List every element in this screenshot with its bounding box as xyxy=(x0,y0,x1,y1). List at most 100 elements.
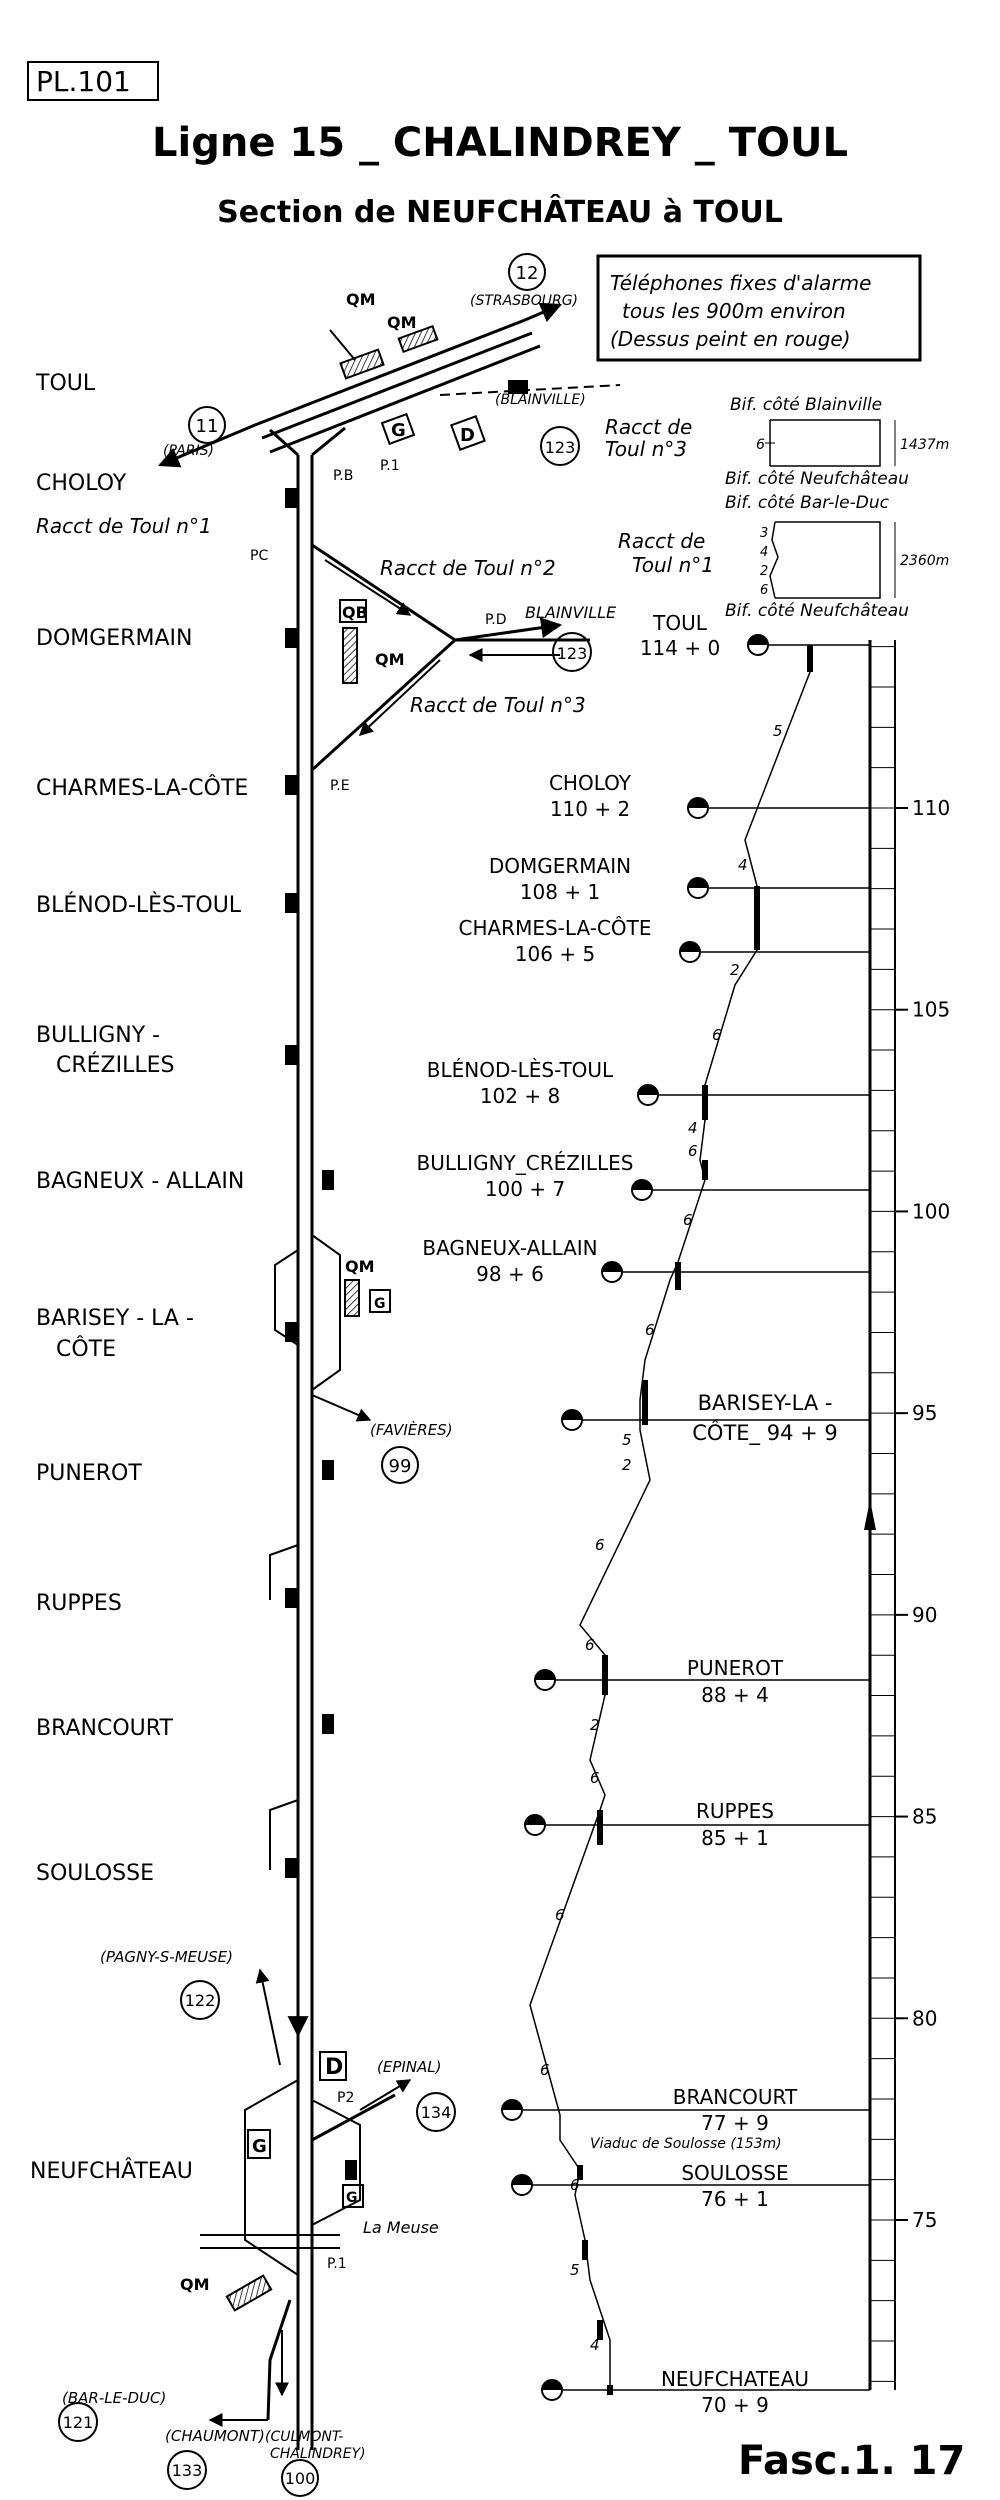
station-symbol xyxy=(511,2174,533,2196)
racct-3-label: Racct de Toul n°3 xyxy=(410,693,586,717)
km-ruler xyxy=(870,646,895,2382)
label-ruppes: RUPPES xyxy=(36,1591,122,1616)
bif2-top: Bif. côté Bar-le-Duc xyxy=(725,493,890,513)
station-symbol xyxy=(541,2379,563,2401)
label-bulligny-2: CRÉZILLES xyxy=(56,1052,175,1078)
d-box-neufchateau xyxy=(319,2051,347,2081)
label-toul: TOUL xyxy=(35,371,96,396)
line-123: 123 xyxy=(557,644,588,663)
notice-line-2: tous les 900m environ xyxy=(622,299,846,323)
viaduct-note: Viaduc de Soulosse (153m) xyxy=(590,2136,782,2152)
qm-building-neufchateau xyxy=(225,2274,273,2312)
strasbourg-dest: (STRASBOURG) xyxy=(470,293,578,309)
p1-label-neufchateau: P.1 xyxy=(327,2256,347,2272)
profile-name-domgermain: DOMGERMAIN xyxy=(489,854,631,878)
line-121: 121 xyxy=(63,2413,94,2432)
profile-name-barisey: BARISEY-LA - xyxy=(698,1391,833,1415)
grade-label: 6 xyxy=(712,1026,722,1044)
km-tick-label: 110 xyxy=(912,796,950,820)
station-symbol xyxy=(687,797,709,819)
bif2-bottom: Bif. côté Neufchâteau xyxy=(725,601,909,621)
block-bagneux xyxy=(322,1170,334,1190)
bif1-grade: 6 xyxy=(756,437,765,453)
toul-track-3 xyxy=(269,344,541,454)
profile-line xyxy=(529,645,811,2390)
grade-label: 6 xyxy=(645,1321,655,1339)
g-label-toul: G xyxy=(391,420,406,441)
block-brancourt xyxy=(322,1714,334,1734)
station-blocks xyxy=(285,380,528,2180)
station-symbol xyxy=(747,634,769,656)
culmont-dest-2: CHALINDREY) xyxy=(270,2446,366,2462)
racct-2-track xyxy=(311,543,456,642)
chaumont-dest: (CHAUMONT) xyxy=(165,2427,265,2445)
punerot-siding xyxy=(269,1544,299,1600)
label-bagneux: BAGNEUX - ALLAIN xyxy=(36,1169,244,1194)
line-99-circle xyxy=(381,1446,419,1484)
profile-station-marks xyxy=(577,645,813,2395)
strasbourg-branch xyxy=(524,302,562,323)
profile-km-punerot: 88 + 4 xyxy=(701,1683,769,1707)
toul-track-1 xyxy=(254,318,526,427)
label-soulosse: SOULOSSE xyxy=(36,1861,154,1886)
line-134-circle xyxy=(416,2092,456,2132)
grade-label: 6 xyxy=(555,1906,565,1924)
profile-name-neufchateau: NEUFCHATEAU xyxy=(661,2367,809,2391)
qm-building-1 xyxy=(339,348,385,380)
page-title: Ligne 15 _ CHALINDREY _ TOUL xyxy=(152,120,848,166)
profile-km-toul: 114 + 0 xyxy=(640,636,720,660)
paris-dest: (PARIS) xyxy=(163,443,214,459)
profile-name-blenod: BLÉNOD-LÈS-TOUL xyxy=(427,1058,614,1082)
g-label-neufchateau: G xyxy=(252,2136,267,2157)
block-charmes xyxy=(285,775,297,795)
label-brancourt: BRANCOURT xyxy=(36,1716,173,1741)
line-number-circles xyxy=(58,253,592,2497)
epinal-dest: (EPINAL) xyxy=(377,2058,442,2076)
profile-station-labels: TOUL 114 + 0 CHOLOY 110 + 2 DOMGERMAIN 1… xyxy=(417,611,838,2417)
d-box-toul xyxy=(450,415,486,451)
profile-km-bagneux: 98 + 6 xyxy=(476,1262,544,1286)
block-punerot xyxy=(322,1460,334,1480)
favieres-dest: (FAVIÈRES) xyxy=(370,1420,453,1439)
profile-station-lines xyxy=(510,644,870,2391)
km-tick-label: 105 xyxy=(912,998,950,1022)
km-tick-label: 100 xyxy=(912,1199,950,1223)
g-box-neufchateau-2 xyxy=(342,2184,364,2208)
pd-label: P.D xyxy=(485,612,507,628)
toul-curve-right xyxy=(311,426,346,457)
grade-label: 6 xyxy=(540,2061,550,2079)
notice-line-3: (Dessus peint en rouge) xyxy=(610,327,851,351)
grade-label: 6 xyxy=(688,1142,698,1160)
qm-buildings xyxy=(225,324,439,2312)
g-box-toul xyxy=(380,412,416,446)
page-subtitle: Section de NEUFCHÂTEAU à TOUL xyxy=(217,194,783,230)
profile-km-soulosse: 76 + 1 xyxy=(701,2187,769,2211)
track-schematic xyxy=(158,302,621,2450)
p2-label: P2 xyxy=(337,2090,354,2106)
blainville-line-b xyxy=(454,617,563,642)
profile-symbols xyxy=(501,634,769,2401)
p1-label-toul: P.1 xyxy=(380,458,400,474)
profile-name-ruppes: RUPPES xyxy=(696,1799,774,1823)
block-choloy xyxy=(285,488,297,508)
paris-branch xyxy=(158,423,256,468)
block-neufchateau xyxy=(345,2160,357,2180)
km-axis-arrow xyxy=(864,1500,876,1530)
qm-building-2 xyxy=(397,324,439,354)
km-tick-label: 75 xyxy=(912,2208,937,2232)
soulosse-siding xyxy=(269,1799,299,1870)
profile-km-neufchateau: 70 + 9 xyxy=(701,2393,769,2417)
block-soulosse xyxy=(285,1858,297,1878)
line-134: 134 xyxy=(421,2103,452,2122)
line-123-circle xyxy=(552,632,592,672)
grade-label: 4 xyxy=(688,1119,698,1137)
station-symbol xyxy=(524,1814,546,1836)
label-barisey-2: CÔTE xyxy=(56,1336,116,1362)
profile-name-charmes: CHARMES-LA-CÔTE xyxy=(458,916,651,940)
plate-box xyxy=(27,61,159,101)
racct-3-arrow xyxy=(358,659,441,736)
barleduc-dest: (BAR-LE-DUC) xyxy=(62,2389,166,2407)
schematic-labels: QM QM QM QM QM P.B P.1 PC P.D P.E P2 P.1… xyxy=(62,290,692,2462)
